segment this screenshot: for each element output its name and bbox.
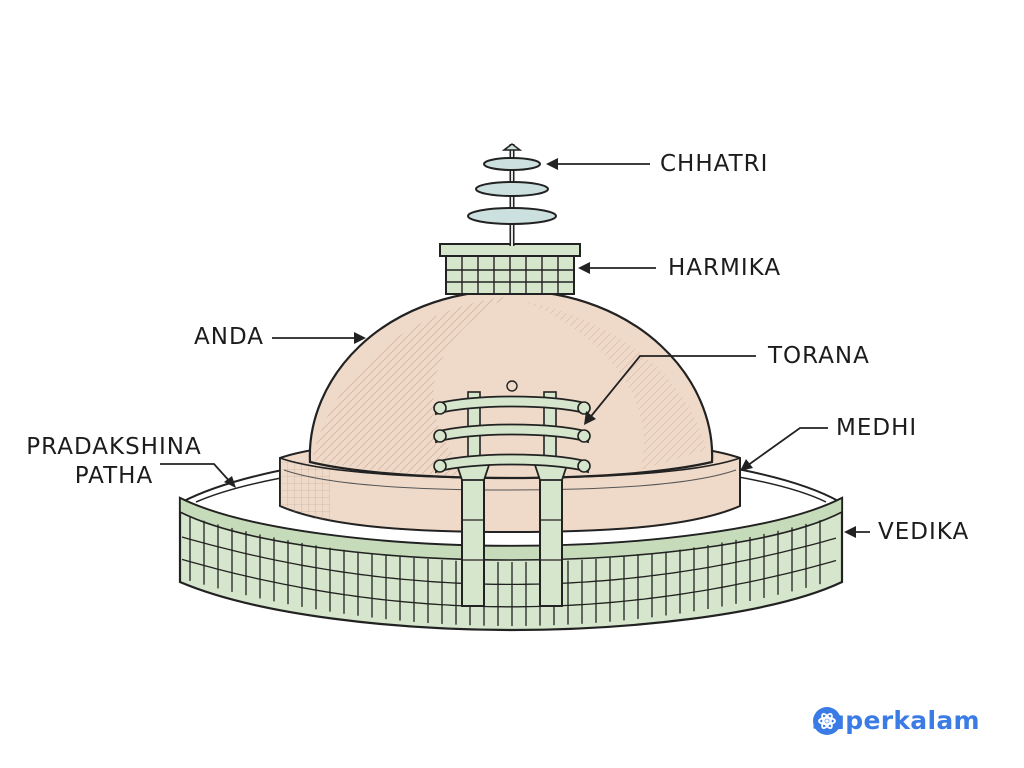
harmika <box>440 244 580 294</box>
label-chhatri: CHHATRI <box>660 150 768 179</box>
arrow-chhatri <box>546 158 650 170</box>
arrow-vedika <box>844 526 870 538</box>
chhatri <box>468 144 556 246</box>
label-vedika: VEDIKA <box>878 518 969 547</box>
label-harmika: HARMIKA <box>668 254 781 283</box>
arrow-harmika <box>578 262 656 274</box>
label-pradakshina-line1: PRADAKSHINA <box>24 433 204 462</box>
label-anda: ANDA <box>194 323 264 352</box>
arrow-anda <box>272 332 366 344</box>
label-medhi: MEDHI <box>836 414 917 443</box>
label-torana: TORANA <box>768 342 870 371</box>
superkalam-logo-icon <box>812 706 842 736</box>
brand-logo: superkalam <box>812 706 980 735</box>
label-pradakshina-line2: PATHA <box>24 462 204 491</box>
label-pradakshina-patha: PRADAKSHINA PATHA <box>24 433 204 491</box>
arrow-medhi <box>740 428 828 471</box>
